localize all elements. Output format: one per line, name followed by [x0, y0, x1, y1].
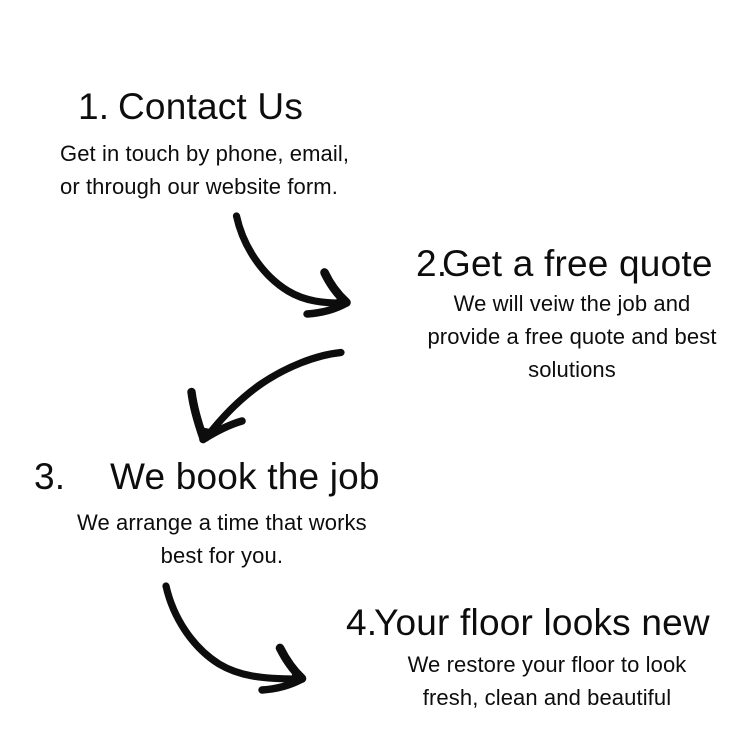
step-1-body-line: Get in touch by phone, email, [60, 141, 350, 166]
arrow-step2-to-step3-icon [187, 348, 345, 444]
step-1-number: 1. [78, 86, 110, 127]
step-3-heading: 3. We book the job [34, 458, 380, 495]
step-1-body: Get in touch by phone, email, or through… [60, 137, 349, 203]
step-1: 1.Contact Us Get in touch by phone, emai… [60, 88, 349, 203]
step-1-heading-text: Contact Us [118, 86, 304, 127]
step-2-heading: 2.Get a free quote [416, 245, 748, 282]
step-4-heading-text: Your floor looks new [374, 602, 710, 643]
step-4-body: We restore your floor to look fresh, cle… [346, 648, 748, 714]
step-2-body: We will veiw the job and provide a free … [396, 287, 748, 386]
step-4-body-line: We restore your floor to look [407, 652, 687, 677]
step-4-number: 4. [346, 602, 378, 643]
step-3-body-line: We arrange a time that works [76, 510, 367, 535]
step-2-body-line: solutions [528, 357, 616, 382]
step-4-body-line: fresh, clean and beautiful [422, 685, 672, 710]
arrow-step3-to-step4-icon [162, 582, 307, 694]
step-2-heading-text: Get a free quote [442, 243, 713, 284]
step-1-body-line: or through our website form. [60, 174, 338, 199]
step-3-body-line: best for you. [160, 543, 284, 568]
step-2-body-line: We will veiw the job and [453, 291, 691, 316]
step-3-number: 3. [34, 456, 66, 497]
step-4-heading: 4.Your floor looks new [346, 604, 748, 641]
arrow-step1-to-step2-icon [232, 212, 351, 318]
step-3: 3. We book the job We arrange a time that… [34, 458, 380, 572]
step-3-body: We arrange a time that works best for yo… [64, 506, 380, 572]
step-2-body-line: provide a free quote and best [427, 324, 717, 349]
step-2-number: 2. [416, 243, 448, 284]
step-4: 4.Your floor looks new We restore your f… [346, 604, 748, 714]
step-3-heading-text: We book the job [110, 456, 380, 497]
step-1-heading: 1.Contact Us [78, 88, 349, 125]
step-2: 2.Get a free quote We will veiw the job … [396, 245, 748, 386]
